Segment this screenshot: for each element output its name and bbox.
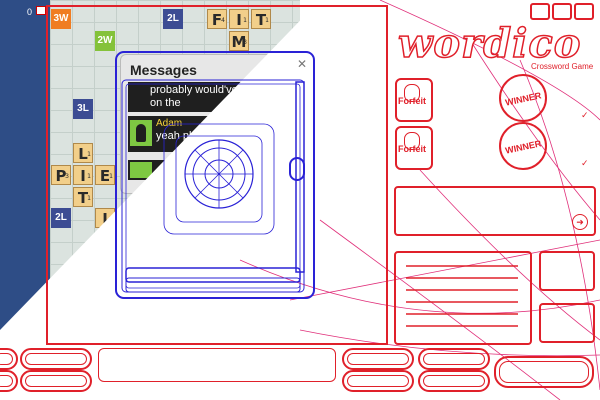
user-icon (404, 84, 420, 102)
flag-icon[interactable] (36, 6, 46, 15)
brand-subtitle: Crossword Game (531, 62, 594, 71)
avatar (130, 162, 152, 178)
play-button[interactable] (494, 356, 594, 388)
rack-button[interactable] (418, 370, 490, 392)
close-icon[interactable]: ✕ (296, 57, 308, 71)
edit-icon[interactable] (574, 3, 594, 20)
board-frame (46, 5, 388, 345)
top-counter: 0 (27, 7, 33, 17)
tile-rack[interactable] (98, 348, 336, 382)
rack-button[interactable] (342, 370, 414, 392)
checkmark-icon: ✓ (581, 110, 589, 120)
user-icon (404, 132, 420, 150)
email-icon[interactable] (552, 3, 572, 20)
window-icon[interactable] (530, 3, 550, 20)
board-bonus-tile: 3W (51, 9, 71, 29)
messages-title: Messages (130, 62, 197, 78)
user-icon (136, 124, 146, 142)
chat-input-box[interactable] (394, 186, 596, 236)
avatar (130, 120, 152, 146)
winner-badge (499, 122, 547, 170)
rack-button[interactable] (418, 348, 490, 370)
side-box-top (539, 251, 595, 291)
brand-logo: wordico (397, 20, 582, 67)
arrow-right-icon[interactable]: ➜ (572, 214, 588, 230)
player-avatar-frame (395, 78, 433, 122)
side-box-bottom (539, 303, 595, 343)
rack-button[interactable] (0, 348, 18, 370)
board-bonus-tile: 2L (163, 9, 183, 29)
rack-button[interactable] (20, 348, 92, 370)
message-author: Adam (156, 118, 183, 129)
word-list-panel (394, 251, 532, 345)
rack-button[interactable] (342, 348, 414, 370)
checkmark-icon: ✓ (581, 158, 589, 168)
forfeit-button[interactable]: Forfeit (398, 144, 426, 154)
board-bonus-tile: 2W (95, 31, 115, 51)
player-avatar-frame (395, 126, 433, 170)
board-bonus-tile: 2L (51, 208, 71, 228)
board-bonus-tile: 3L (73, 99, 93, 119)
rack-button[interactable] (0, 370, 18, 392)
rack-button[interactable] (20, 370, 92, 392)
winner-badge (499, 74, 547, 122)
word-list-lines (406, 265, 518, 327)
forfeit-button[interactable]: Forfeit (398, 96, 426, 106)
messages-wireframe (115, 51, 315, 299)
